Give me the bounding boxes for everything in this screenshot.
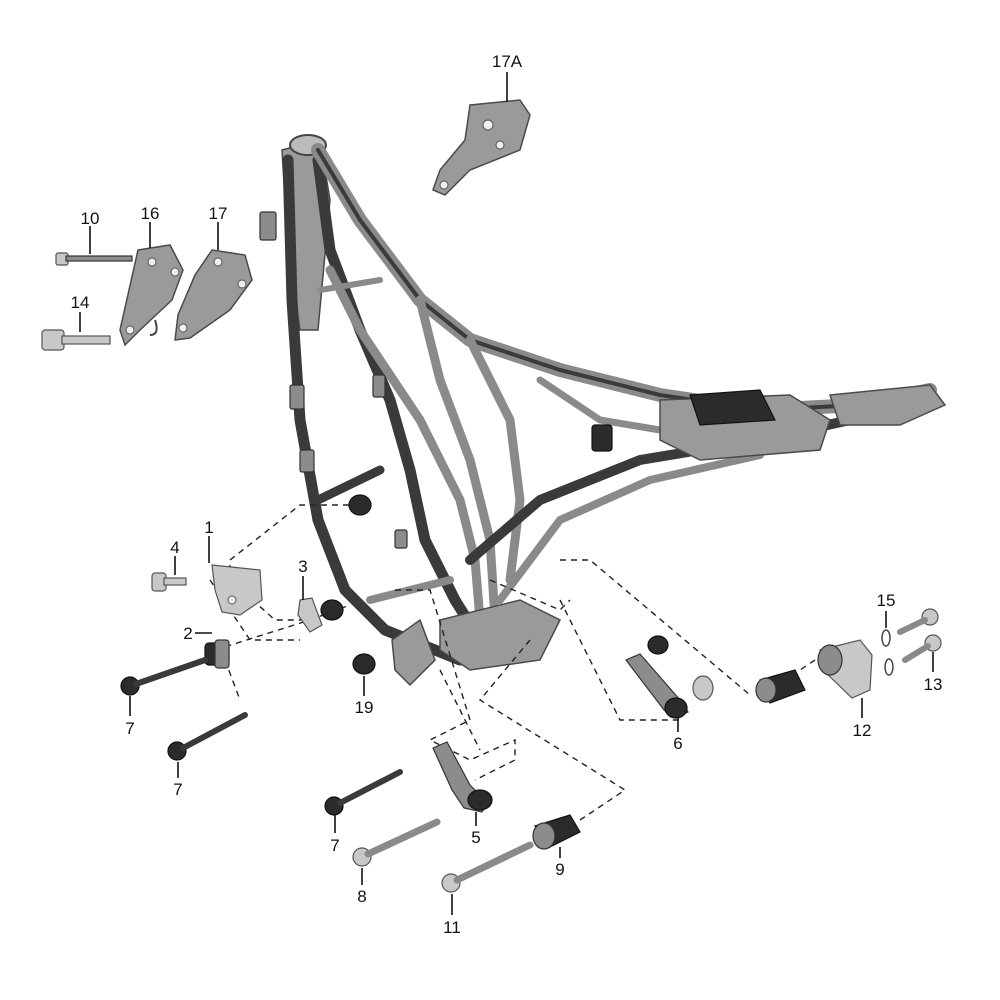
callout-14: 14 bbox=[71, 293, 90, 312]
part-10-bolt bbox=[55, 252, 133, 266]
part-9-bushing bbox=[532, 814, 581, 850]
callout-17: 17 bbox=[209, 204, 228, 223]
motorcycle-frame bbox=[259, 134, 947, 687]
part-6-mount bbox=[625, 635, 714, 719]
part-11-bolt bbox=[441, 841, 534, 893]
callout-7-c: 7 bbox=[330, 836, 339, 855]
part-12-housing bbox=[755, 639, 873, 704]
callout-13: 13 bbox=[924, 675, 943, 694]
callout-3: 3 bbox=[298, 557, 307, 576]
callout-10: 10 bbox=[81, 209, 100, 228]
callout-9: 9 bbox=[555, 860, 564, 879]
callout-labels: 17A 10 16 17 14 4 1 3 2 7 7 19 7 5 8 9 1… bbox=[71, 52, 943, 937]
part-7-bolt-b bbox=[167, 712, 248, 761]
part-14-bolt bbox=[41, 329, 111, 351]
callout-11: 11 bbox=[443, 918, 461, 937]
callout-7-a: 7 bbox=[125, 719, 134, 738]
callout-16: 16 bbox=[141, 204, 160, 223]
callout-6: 6 bbox=[673, 734, 682, 753]
leader-lines bbox=[79, 72, 934, 915]
part-5-mount bbox=[432, 741, 493, 813]
callout-12: 12 bbox=[853, 721, 872, 740]
callout-17a: 17A bbox=[492, 52, 523, 71]
part-17-plate bbox=[174, 249, 253, 341]
part-7-bolt-a bbox=[120, 657, 208, 696]
part-3-bracket bbox=[297, 597, 323, 633]
callout-19: 19 bbox=[355, 698, 374, 717]
part-8-bolt bbox=[352, 818, 441, 867]
part-13-bolts bbox=[897, 608, 942, 663]
callout-1: 1 bbox=[204, 518, 213, 537]
callout-15: 15 bbox=[877, 591, 896, 610]
part-2-spacer bbox=[204, 639, 230, 669]
part-19-grommets bbox=[320, 494, 376, 675]
part-15-washers bbox=[881, 629, 894, 676]
callout-4: 4 bbox=[170, 538, 179, 557]
callout-7-b: 7 bbox=[173, 780, 182, 799]
part-17a-bracket bbox=[432, 99, 531, 196]
part-1-bracket bbox=[211, 564, 263, 616]
callout-2: 2 bbox=[183, 624, 192, 643]
part-16-plate bbox=[119, 244, 184, 347]
callout-5: 5 bbox=[471, 828, 480, 847]
part-7-bolt-c bbox=[324, 769, 403, 816]
callout-8: 8 bbox=[357, 887, 366, 906]
part-4-bolt bbox=[151, 572, 187, 592]
